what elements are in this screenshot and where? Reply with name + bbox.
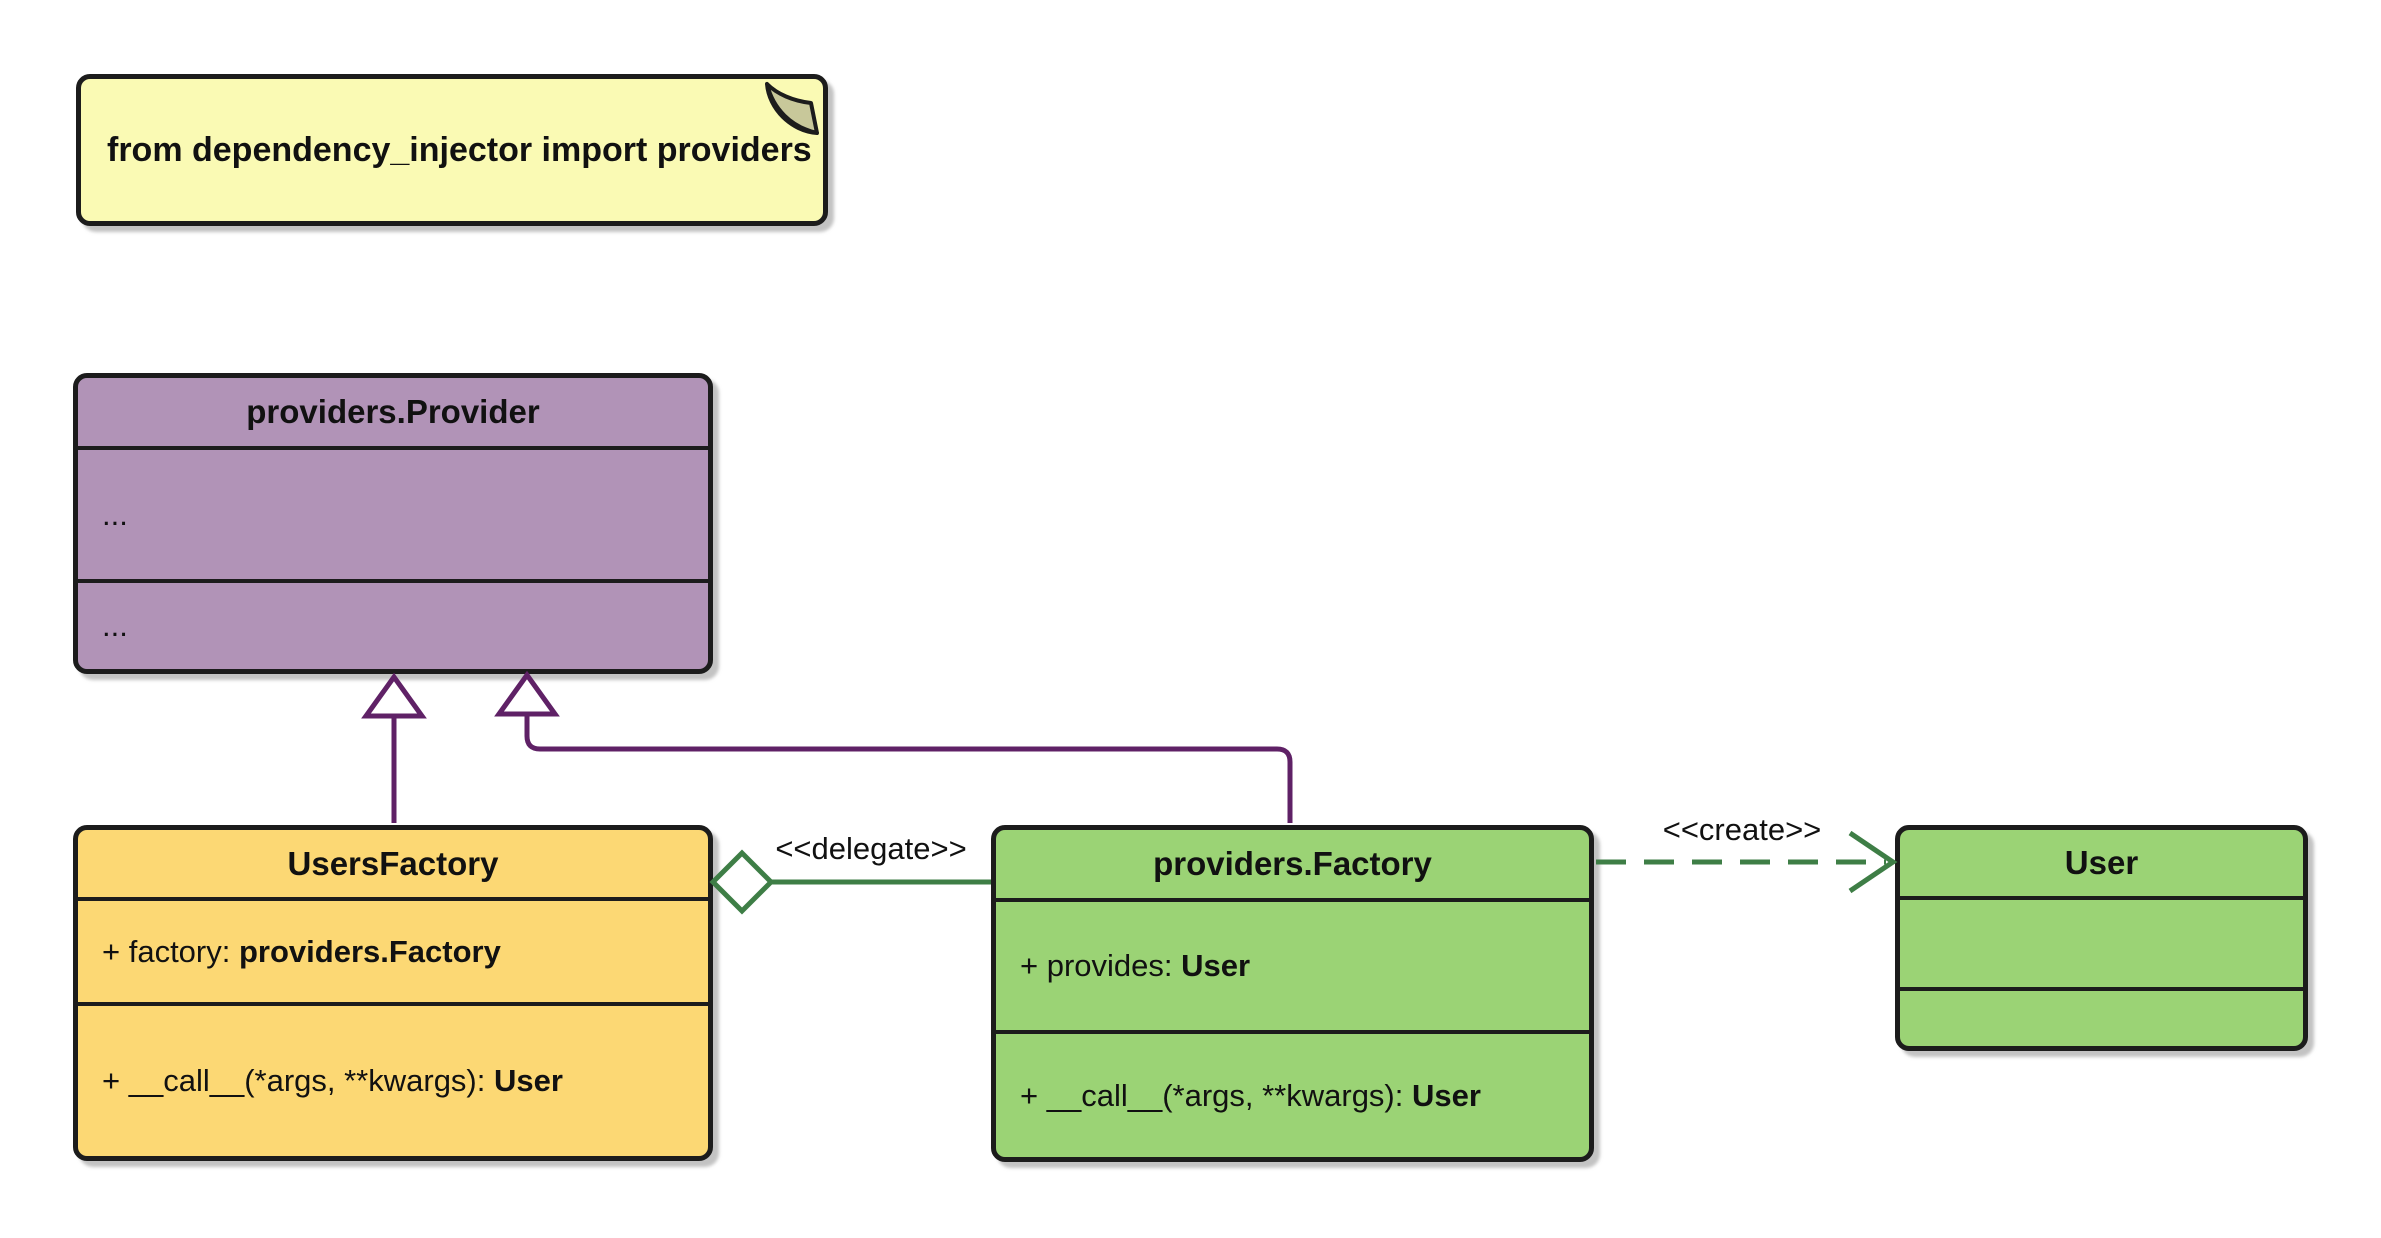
method-row: + __call__(*args, **kwargs): User (102, 1063, 563, 1098)
class-methods: ... (78, 579, 708, 669)
class-methods (1900, 987, 2303, 1046)
class-title: User (2064, 844, 2139, 881)
class-title: providers.Provider (246, 393, 540, 430)
class-attributes (1900, 896, 2303, 987)
class-providers-provider[interactable]: providers.Provider ... ... (73, 373, 713, 674)
open-arrowhead-icon (1848, 830, 1898, 894)
class-title: providers.Factory (1153, 845, 1432, 882)
class-attributes: + provides: User (996, 898, 1589, 1030)
class-attributes: + factory: providers.Factory (78, 897, 708, 1002)
inheritance-edge-users-factory (361, 672, 427, 823)
inheritance-edge-factory (494, 670, 1293, 823)
inheritance-triangle-icon (494, 670, 560, 717)
inheritance-triangle-icon (361, 672, 427, 719)
attribute-row: + factory: providers.Factory (102, 933, 501, 969)
method-row: + __call__(*args, **kwargs): User (1020, 1077, 1481, 1113)
note-fold-corner-icon (765, 82, 819, 135)
note-text: from dependency_injector import provider… (107, 130, 812, 169)
methods-ellipsis: ... (102, 608, 128, 643)
class-providers-factory[interactable]: providers.Factory + provides: User + __c… (991, 825, 1594, 1162)
code-note[interactable]: from dependency_injector import provider… (76, 74, 828, 226)
class-user[interactable]: User (1895, 825, 2308, 1051)
class-methods: + __call__(*args, **kwargs): User (78, 1002, 708, 1156)
class-methods: + __call__(*args, **kwargs): User (996, 1030, 1589, 1157)
aggregation-diamond-icon (709, 849, 775, 915)
create-edge-label: <<create>> (1662, 812, 1822, 847)
attribute-row: + provides: User (1020, 948, 1251, 983)
class-title: UsersFactory (287, 844, 499, 882)
attributes-ellipsis: ... (102, 496, 128, 532)
class-users-factory[interactable]: UsersFactory + factory: providers.Factor… (73, 825, 713, 1161)
delegate-edge-label: <<delegate>> (775, 831, 967, 866)
class-attributes: ... (78, 446, 708, 579)
